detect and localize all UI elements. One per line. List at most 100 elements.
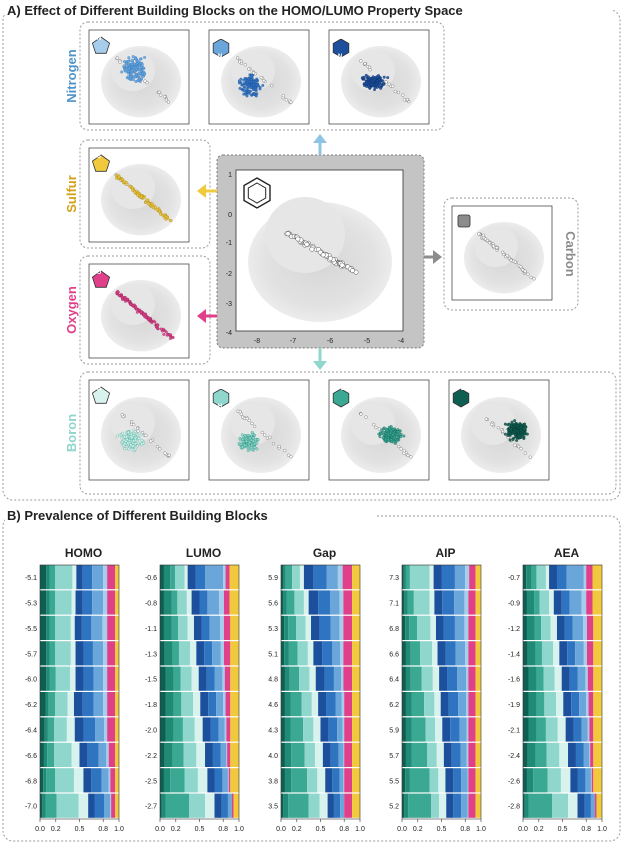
- pyrrole-icon: [91, 36, 111, 54]
- oxygen-plot: [88, 263, 190, 359]
- bar-segment: [427, 742, 437, 767]
- bar-segment: [204, 641, 213, 666]
- bar-segment: [402, 717, 406, 742]
- x-tick-label: 0.8: [98, 826, 108, 833]
- bar-segment: [115, 768, 119, 793]
- bar-segment: [523, 717, 529, 742]
- bar-segment: [87, 742, 99, 767]
- x-tick-label: 0.8: [218, 826, 228, 833]
- data-point: [253, 442, 257, 446]
- data-point: [496, 426, 500, 430]
- bar-segment: [42, 793, 46, 818]
- arrow-left-icon: [197, 184, 206, 198]
- bar-segment: [299, 565, 304, 590]
- bar-segment: [402, 565, 404, 590]
- data-point: [142, 74, 145, 78]
- bar-segment: [352, 666, 360, 691]
- bar-segment: [475, 641, 481, 666]
- bar-segment: [103, 641, 108, 666]
- bar-segment: [40, 692, 46, 717]
- bar-segment: [220, 615, 224, 640]
- oxygen-group-box: [79, 255, 211, 365]
- bar-segment: [468, 590, 476, 615]
- bar-segment: [305, 615, 312, 640]
- bar-segment: [101, 768, 109, 793]
- bar-segment: [286, 590, 295, 615]
- data-point: [372, 422, 376, 427]
- bar-segment: [447, 666, 458, 691]
- x-tick-label: 1.0: [597, 826, 607, 833]
- bar-segment: [585, 666, 588, 691]
- data-point: [139, 57, 142, 61]
- bar-segment: [339, 768, 344, 793]
- bar-segment: [284, 641, 289, 666]
- nitrogen-plot-1: [88, 29, 190, 125]
- bar-segment: [432, 641, 438, 666]
- y-tick-label: -0.9: [508, 601, 520, 608]
- boron-plot-4: [448, 379, 550, 481]
- bar-segment: [73, 768, 84, 793]
- bar-segment: [445, 641, 456, 666]
- bar-segment: [536, 565, 546, 590]
- data-point: [247, 67, 251, 71]
- bar-segment: [437, 641, 446, 666]
- bar-segment: [196, 742, 206, 767]
- bar-segment: [281, 692, 285, 717]
- bar-segment: [586, 692, 589, 717]
- bar-segment: [207, 768, 215, 793]
- bar-segment: [108, 768, 111, 793]
- bar-segment: [466, 742, 469, 767]
- data-point: [127, 447, 131, 451]
- bar-segment: [325, 768, 333, 793]
- bar-segment: [446, 793, 454, 818]
- central-scatter: [243, 177, 392, 322]
- oxygen-label: Oxygen: [64, 286, 79, 334]
- atom-label: N: [338, 54, 342, 60]
- data-point: [386, 438, 390, 442]
- bar-segment: [556, 692, 564, 717]
- bar-segment: [194, 717, 203, 742]
- bar-segment: [191, 590, 200, 615]
- bar-segment: [343, 666, 353, 691]
- y-tick-label: 5.2: [389, 804, 399, 811]
- bar-segment: [49, 666, 56, 691]
- data-point: [130, 420, 134, 424]
- bar-segment: [47, 742, 55, 767]
- bar-segment: [318, 692, 327, 717]
- bar-segment: [475, 565, 481, 590]
- chart-title: AIP: [435, 546, 455, 560]
- x-tick-label: 0.2: [292, 826, 302, 833]
- bar-segment: [534, 590, 540, 615]
- bar-segment: [49, 615, 56, 640]
- bar-segment: [541, 615, 551, 640]
- bar-segment: [81, 615, 92, 640]
- bar-segment: [93, 692, 104, 717]
- bar-segment: [92, 590, 104, 615]
- data-point: [253, 80, 257, 84]
- bar-segment: [411, 717, 426, 742]
- bar-segment: [196, 641, 205, 666]
- bar-segment: [403, 565, 406, 590]
- bar-segment: [581, 590, 587, 615]
- bar-segment: [198, 666, 207, 691]
- bar-segment: [284, 717, 291, 742]
- bar-segment: [46, 615, 50, 640]
- data-point: [158, 209, 162, 213]
- bar-segment: [71, 590, 76, 615]
- data-point: [405, 97, 409, 102]
- data-point: [250, 421, 254, 426]
- bar-segment: [417, 615, 431, 640]
- bar-segment: [343, 615, 353, 640]
- data-point: [127, 66, 131, 70]
- section-a-title: A) Effect of Different Building Blocks o…: [7, 3, 463, 18]
- data-point: [155, 445, 159, 449]
- bar-segment: [436, 742, 444, 767]
- bar-segment: [288, 615, 297, 640]
- bar-segment: [405, 717, 412, 742]
- data-point: [484, 417, 488, 421]
- data-point: [253, 433, 257, 437]
- data-point: [508, 426, 512, 430]
- bar-segment: [475, 768, 481, 793]
- bar-segment: [545, 565, 550, 590]
- bar-segment: [434, 692, 441, 717]
